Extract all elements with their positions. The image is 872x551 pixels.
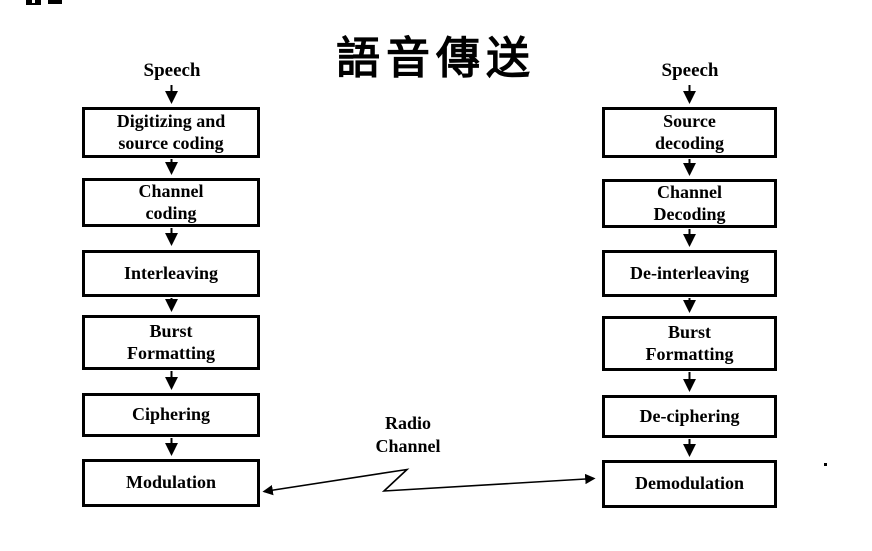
transmit-speech-label: Speech	[143, 60, 201, 81]
radio-channel-label: Radio Channel	[375, 413, 441, 456]
receive-speech-label: Speech	[661, 60, 719, 81]
scan-artifact	[26, 0, 32, 4]
scan-artifact	[35, 0, 41, 4]
flow-box-demodulation: Demodulation	[602, 460, 777, 508]
radio-channel-arrow-icon	[262, 468, 596, 496]
flow-box-de-ciphering: De-ciphering	[602, 395, 777, 438]
flow-box-modulation: Modulation	[82, 459, 260, 507]
flow-box-interleaving: Interleaving	[82, 250, 260, 297]
flow-box-digitizing-source-coding: Digitizing and source coding	[82, 107, 260, 158]
flow-box-channel-coding: Channel coding	[82, 178, 260, 227]
flow-box-burst-formatting-rx: Burst Formatting	[602, 316, 777, 371]
diagram-title: 語音傳送	[336, 34, 536, 83]
flow-box-ciphering: Ciphering	[82, 393, 260, 437]
scan-artifact	[48, 0, 62, 4]
flow-box-channel-decoding: Channel Decoding	[602, 179, 777, 228]
flow-box-burst-formatting-tx: Burst Formatting	[82, 315, 260, 370]
flow-box-de-interleaving: De-interleaving	[602, 250, 777, 297]
flow-box-source-decoding: Source decoding	[602, 107, 777, 158]
scan-artifact	[824, 463, 827, 466]
scan-artifact	[26, 3, 41, 5]
